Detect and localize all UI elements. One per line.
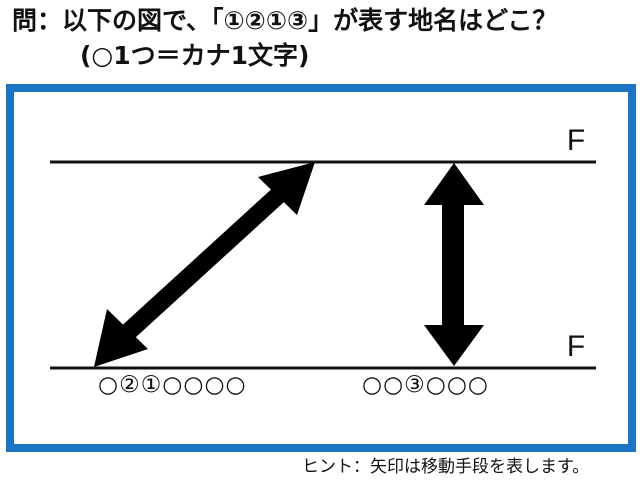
question-note: (○1つ＝カナ1文字) — [80, 41, 310, 70]
answer-slots-left: ○②①○○○○ — [98, 372, 247, 398]
hint-text: ヒント：矢印は移動手段を表します。 — [302, 457, 590, 477]
diagram-frame — [6, 84, 636, 452]
question-text: 問：以下の図で、「①②①③」が表す地名はどこ？ — [12, 6, 558, 35]
upper-floor-label: F — [567, 124, 585, 157]
lower-floor-label: F — [567, 330, 585, 363]
vertical-double-arrow-icon — [424, 163, 484, 366]
diagonal-double-arrow-icon — [94, 162, 315, 367]
answer-slots-right: ○○③○○○ — [362, 372, 489, 398]
